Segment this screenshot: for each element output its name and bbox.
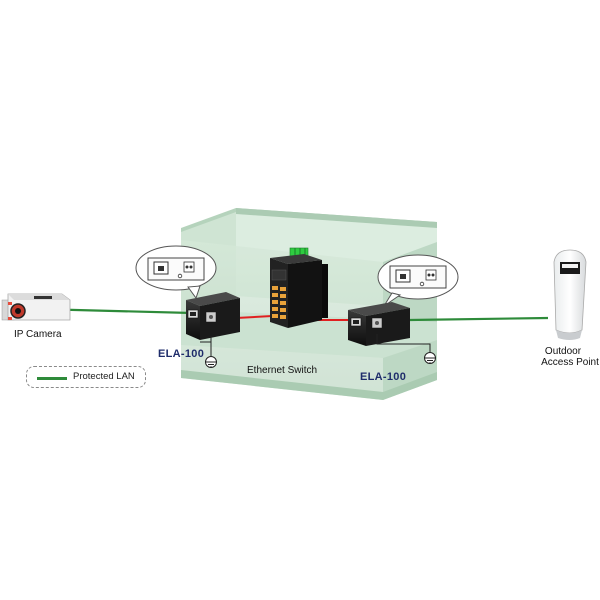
ip-camera-label: IP Camera	[14, 329, 62, 340]
ethernet-switch-label: Ethernet Switch	[247, 365, 318, 376]
led-panel-icon	[183, 261, 195, 273]
callout-left	[135, 245, 217, 300]
link-ela-right-ap	[409, 316, 549, 322]
outdoor-access-point	[553, 249, 587, 340]
ela-100-left-label: ELA-100	[158, 348, 205, 360]
ground-icon-right	[424, 352, 436, 364]
ground-icon-left	[205, 356, 217, 368]
internal-links	[235, 315, 350, 321]
ethernet-switch-device	[270, 247, 328, 328]
led-panel-icon	[425, 269, 437, 281]
link-ela-left-switch	[235, 315, 273, 319]
ela-100-right-label: ELA-100	[360, 371, 407, 383]
access-point-label-line1: Outdoor	[544, 346, 582, 357]
switch-ports	[272, 286, 286, 319]
ela-100-right-device	[348, 302, 436, 364]
ela-100-left-device	[186, 292, 240, 368]
ip-camera	[1, 293, 71, 321]
protected-lan-swatch	[37, 377, 67, 380]
legend-label: Protected LAN	[73, 371, 135, 382]
access-point-label-line2: Access Point	[541, 357, 599, 368]
legend: Protected LAN	[26, 366, 146, 388]
callout-right	[377, 254, 459, 307]
